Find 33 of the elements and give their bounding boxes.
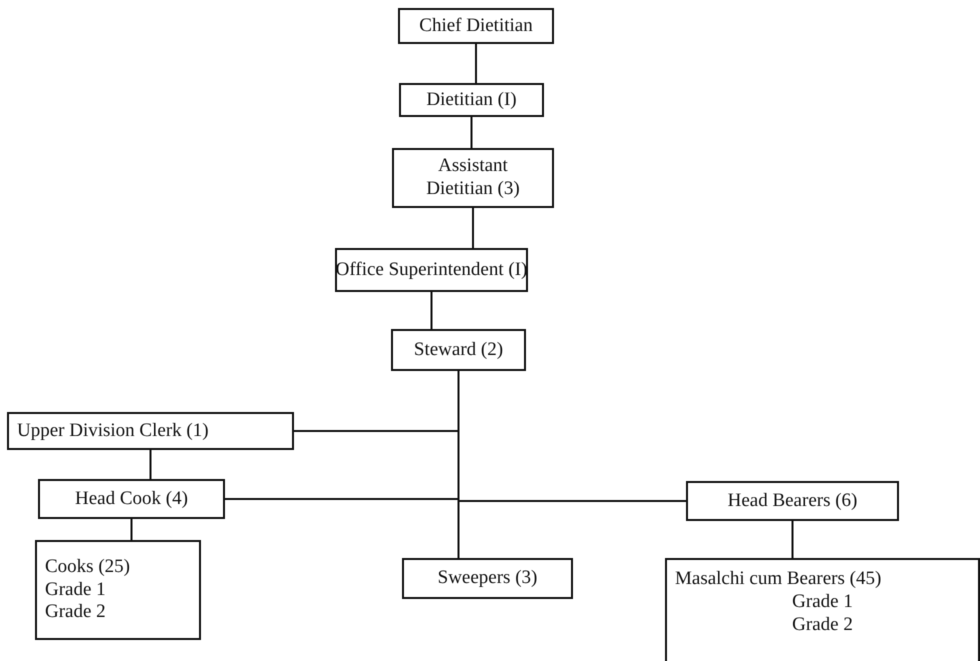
position-box — [392, 148, 554, 208]
position-title: Cooks (25) — [45, 556, 130, 579]
grade-text: Grade 2 — [45, 601, 106, 624]
connector-line — [430, 292, 432, 329]
position-title: Head Cook (4) — [75, 488, 188, 510]
position-box — [7, 412, 294, 450]
grade-text: Grade 1 — [792, 590, 853, 614]
position-box — [399, 83, 544, 117]
connector-line — [150, 450, 152, 479]
position-box — [665, 558, 980, 661]
position-box — [402, 558, 573, 599]
position-title: Steward (2) — [414, 338, 504, 362]
position-title: Head Bearers (6) — [728, 490, 858, 512]
grade-text: Grade 1 — [45, 578, 106, 602]
connector-line — [130, 519, 132, 540]
connector-line — [472, 208, 474, 248]
position-title: Dietitian (I) — [426, 88, 517, 112]
position-box — [38, 479, 225, 519]
position-box — [335, 248, 528, 292]
position-title: Office Superintendent (I) — [336, 258, 528, 282]
position-title: Assistant Dietitian (3) — [425, 155, 521, 201]
position-title: Chief Dietitian — [419, 14, 533, 38]
position-title: Masalchi cum Bearers (45) — [675, 568, 882, 591]
position-title: Upper Division Clerk (1) — [17, 420, 209, 442]
grade-text: Grade 2 — [792, 614, 853, 636]
position-box — [686, 481, 899, 521]
position-box — [391, 329, 526, 371]
position-title: Sweepers (3) — [438, 567, 538, 590]
connector-line — [470, 117, 472, 148]
position-box — [35, 540, 201, 640]
connector-line — [475, 44, 477, 83]
connector-line — [792, 521, 794, 558]
position-box — [398, 8, 554, 44]
